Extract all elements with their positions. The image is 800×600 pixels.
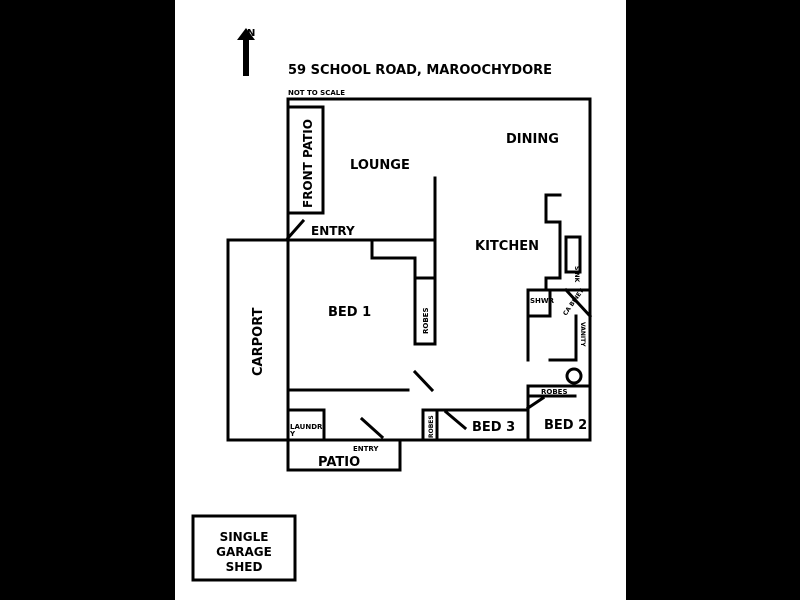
sink-fixture <box>564 235 582 274</box>
shed-line2: GARAGE <box>216 545 272 559</box>
north-label: N <box>247 28 255 39</box>
shed-line1: SINGLE <box>220 530 269 544</box>
robes-bed3-area <box>421 408 439 442</box>
dining-label: DINING <box>506 132 559 147</box>
front-patio-label: FRONT PATIO <box>301 119 315 208</box>
vanity-label: VANITY <box>579 322 586 347</box>
bed1-label: BED 1 <box>328 305 371 320</box>
bed3-label: BED 3 <box>472 420 515 435</box>
robes-bed1-label: ROBES <box>422 308 430 335</box>
floor-plan: N 59 SCHOOL ROAD, MAROOCHYDORE NOT TO SC… <box>191 28 593 582</box>
laundry-label-2: Y <box>289 430 296 438</box>
lounge-label: LOUNGE <box>350 158 410 173</box>
front-patio-area <box>286 105 325 215</box>
scale-note: NOT TO SCALE <box>288 89 345 97</box>
north-arrow-icon <box>237 28 255 76</box>
sink-label: SINK <box>573 266 580 283</box>
robes-bed3-label: ROBES <box>428 415 435 438</box>
shed-line3: SHED <box>226 560 263 574</box>
garage-shed <box>191 514 297 582</box>
carport-label: CARPORT <box>251 307 266 376</box>
floor-plan-page: N 59 SCHOOL ROAD, MAROOCHYDORE NOT TO SC… <box>175 0 626 600</box>
robes-bed2-label: ROBES <box>541 388 568 396</box>
toilet-fixture <box>565 367 583 385</box>
rear-entry-label: ENTRY <box>353 445 379 453</box>
shwr-label: SHWR <box>530 297 555 305</box>
patio-area <box>286 438 402 472</box>
entry-label: ENTRY <box>311 224 355 238</box>
patio-label: PATIO <box>318 455 360 470</box>
kitchen-label: KITCHEN <box>475 239 539 254</box>
laundry-label-1: LAUNDR <box>290 423 323 431</box>
bed2-label: BED 2 <box>544 418 587 433</box>
plan-title: 59 SCHOOL ROAD, MAROOCHYDORE <box>288 63 552 78</box>
